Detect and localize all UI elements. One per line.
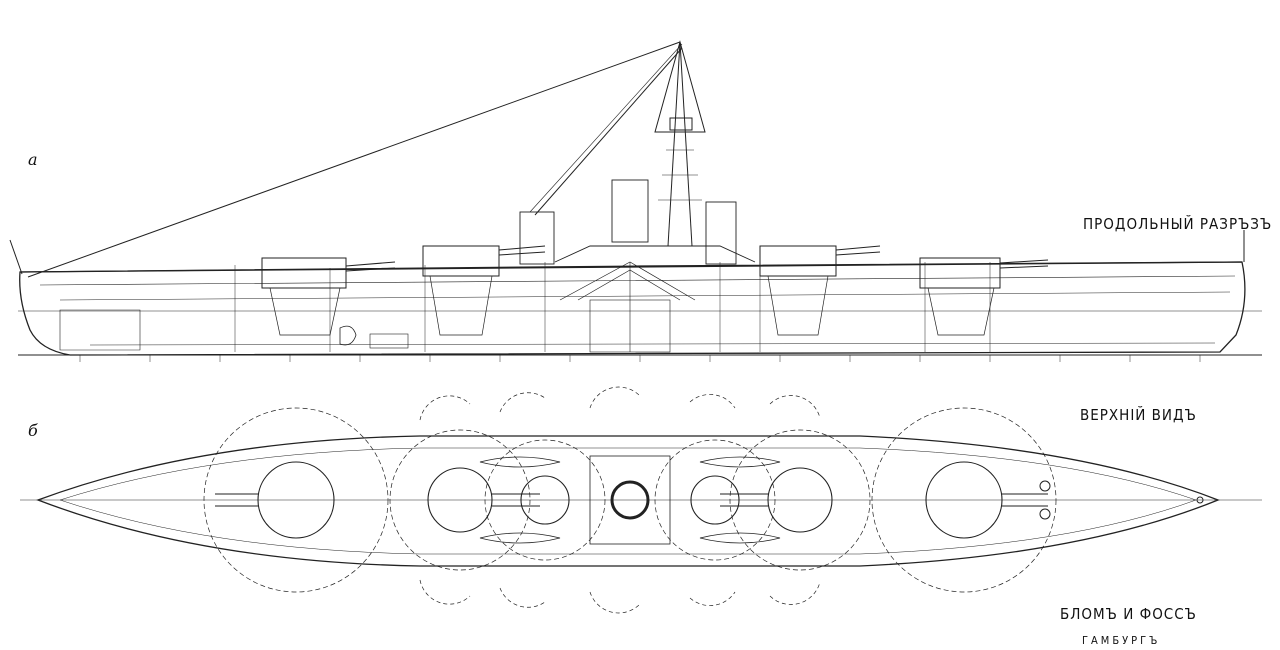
funnel — [705, 201, 737, 265]
plan-title: ВЕРХНІЙ ВИДЪ — [1080, 406, 1197, 424]
turret-b-plan — [427, 467, 493, 533]
funnel-plan — [610, 480, 650, 520]
panel-letter-a: а — [28, 150, 38, 169]
tripod-mast — [654, 40, 706, 247]
plan-view — [20, 386, 1262, 614]
turret-c-plan — [767, 467, 833, 533]
profile-title: ПРОДОЛЬНЫЙ РАЗРЪЗЪ — [1083, 215, 1273, 233]
builder-name: БЛОМЪ И ФОССЪ — [1060, 605, 1197, 623]
turret-a-plan — [257, 461, 335, 539]
side-profile — [9, 40, 1262, 362]
panel-letter-b: б — [28, 421, 38, 440]
turret-c-side — [759, 245, 837, 277]
builder-city: ГАМБУРГЪ — [1082, 634, 1161, 647]
plan-hull-outline — [36, 435, 1220, 567]
turret-b-side — [422, 245, 500, 277]
turret-d-plan — [925, 461, 1003, 539]
stay-wire — [27, 41, 681, 278]
derrick-boom — [534, 47, 683, 216]
hull-outline — [19, 261, 1246, 356]
forward-superstructure — [519, 211, 555, 265]
turret-d-side — [919, 257, 1001, 289]
